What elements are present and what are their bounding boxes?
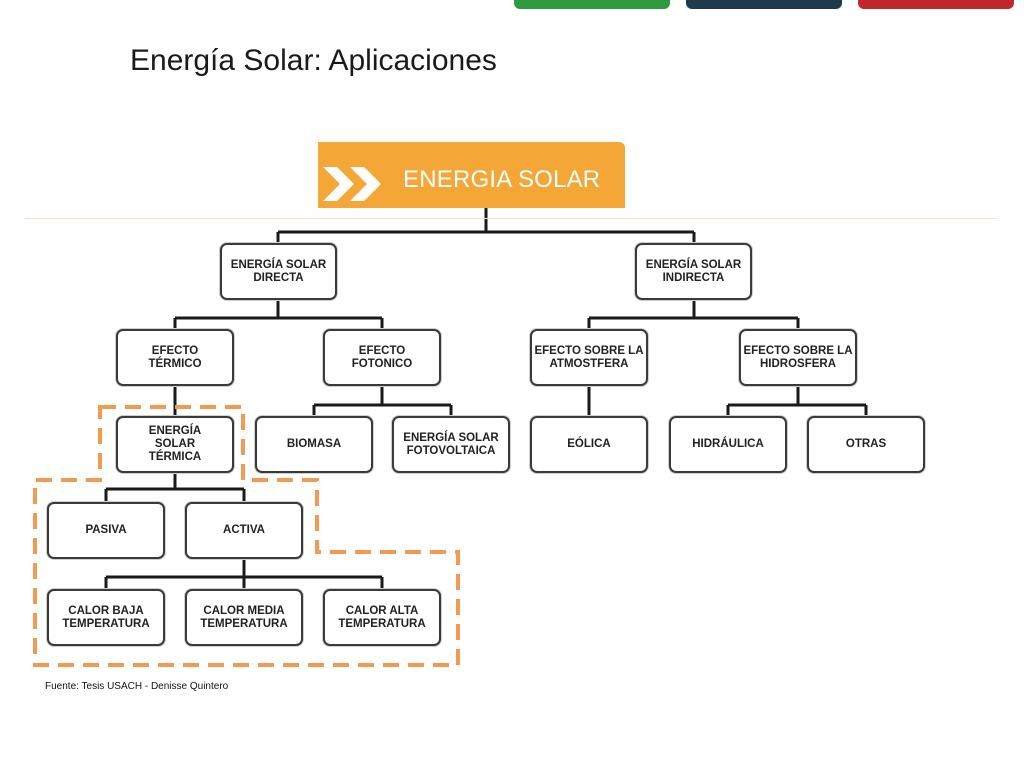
node-label: EFECTO SOBRE LA HIDROSFERA: [743, 344, 853, 370]
node-label: CALOR BAJA TEMPERATURA: [62, 604, 150, 630]
node-energia-solar-fotovoltaica: ENERGÍA SOLAR FOTOVOLTAICA: [392, 416, 510, 473]
node-energia-solar-directa: ENERGÍA SOLAR DIRECTA: [220, 243, 337, 300]
node-efecto-hidrosfera: EFECTO SOBRE LA HIDROSFERA: [739, 329, 857, 386]
node-label: EÓLICA: [567, 438, 611, 450]
node-label: ENERGÍA SOLAR INDIRECTA: [645, 258, 742, 284]
node-label: ENERGÍA SOLAR FOTOVOLTAICA: [403, 431, 499, 457]
node-calor-alta-temperatura: CALOR ALTA TEMPERATURA: [323, 589, 441, 646]
node-biomasa: BIOMASA: [255, 416, 373, 473]
node-efecto-fotonico: EFECTO FOTONICO: [323, 329, 441, 386]
node-energia-solar-termica: ENERGÍA SOLAR TÉRMICA: [116, 416, 234, 473]
node-label: BIOMASA: [286, 438, 342, 450]
node-energia-solar-indirecta: ENERGÍA SOLAR INDIRECTA: [635, 243, 752, 300]
highlight-outline: [33, 405, 460, 667]
top-bar-red: [858, 0, 1014, 9]
node-label: CALOR ALTA TEMPERATURA: [338, 604, 426, 630]
node-efecto-termico: EFECTO TÉRMICO: [116, 329, 234, 386]
slide-title: Energía Solar: Aplicaciones: [130, 44, 497, 77]
double-chevron-icon: [323, 167, 381, 201]
node-calor-baja-temperatura: CALOR BAJA TEMPERATURA: [47, 589, 165, 646]
node-label: EFECTO SOBRE LA ATMOSTFERA: [534, 344, 644, 370]
node-hidraulica: HIDRÁULICA: [669, 416, 787, 473]
node-label: ACTIVA: [223, 524, 265, 536]
node-efecto-atmosfera: EFECTO SOBRE LA ATMOSTFERA: [530, 329, 648, 386]
node-eolica: EÓLICA: [530, 416, 648, 473]
source-caption: Fuente: Tesis USACH - Denisse Quintero: [45, 681, 229, 692]
root-node-label: ENERGIA SOLAR: [403, 166, 601, 193]
node-activa: ACTIVA: [185, 502, 303, 559]
node-label: HIDRÁULICA: [692, 438, 764, 450]
node-label: EFECTO TÉRMICO: [148, 344, 202, 370]
node-pasiva: PASIVA: [47, 502, 165, 559]
node-label: EFECTO FOTONICO: [351, 344, 413, 370]
node-otras: OTRAS: [807, 416, 925, 473]
node-label: ENERGÍA SOLAR DIRECTA: [230, 258, 327, 284]
top-bar-green: [514, 0, 670, 9]
node-label: CALOR MEDIA TEMPERATURA: [200, 604, 288, 630]
node-label: PASIVA: [85, 524, 127, 536]
node-calor-media-temperatura: CALOR MEDIA TEMPERATURA: [185, 589, 303, 646]
header-rule: [25, 218, 997, 219]
node-label: OTRAS: [845, 438, 887, 450]
top-bar-navy: [686, 0, 842, 9]
node-label: ENERGÍA SOLAR TÉRMICA: [148, 425, 202, 463]
